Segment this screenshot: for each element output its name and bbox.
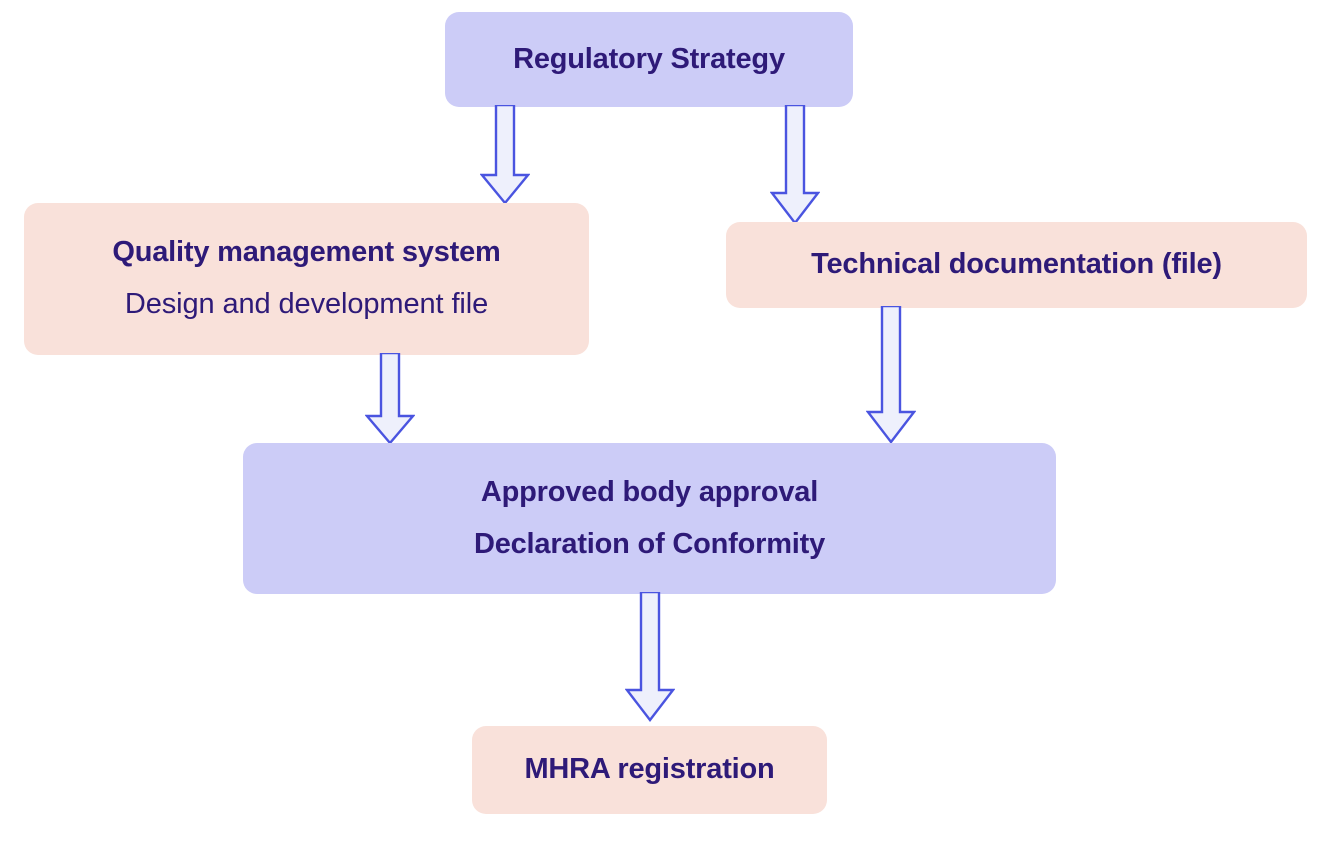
node-approved-body-approval-line-1: Approved body approval xyxy=(480,475,819,508)
node-approved-body-approval-line-2: Declaration of Conformity xyxy=(473,527,826,560)
node-regulatory-strategy[interactable]: Regulatory Strategy xyxy=(445,12,853,107)
node-mhra-registration-line-1: MHRA registration xyxy=(524,753,775,786)
node-mhra-registration[interactable]: MHRA registration xyxy=(472,726,827,814)
node-technical-documentation-line-1: Technical documentation (file) xyxy=(811,248,1222,281)
node-quality-management-system-line-2: Design and development file xyxy=(124,288,489,320)
node-approved-body-approval[interactable]: Approved body approval Declaration of Co… xyxy=(243,443,1056,594)
node-technical-documentation[interactable]: Technical documentation (file) xyxy=(726,222,1307,308)
node-regulatory-strategy-line-1: Regulatory Strategy xyxy=(513,42,785,75)
arrow-strategy-to-qms xyxy=(480,105,530,205)
arrow-techdoc-to-approval xyxy=(866,306,916,444)
node-quality-management-system[interactable]: Quality management system Design and dev… xyxy=(24,203,589,355)
arrow-qms-to-approval xyxy=(365,353,415,445)
arrow-approval-to-mhra xyxy=(625,592,675,722)
node-quality-management-system-line-1: Quality management system xyxy=(112,236,501,269)
arrow-strategy-to-techdoc xyxy=(770,105,820,225)
